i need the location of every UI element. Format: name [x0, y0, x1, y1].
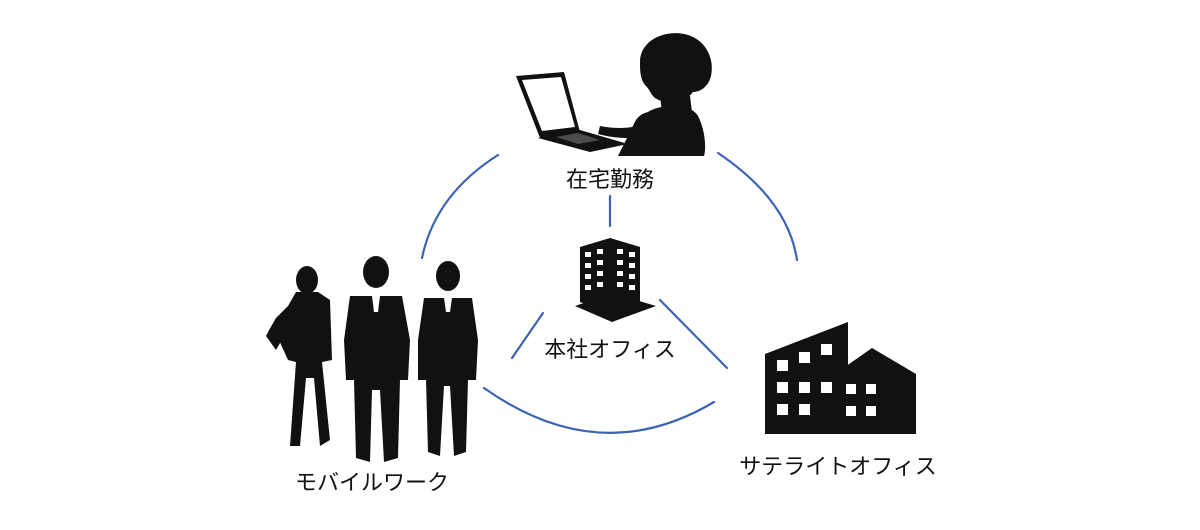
connector-headquarters-satellite [658, 298, 729, 370]
business-people-group-icon [266, 256, 478, 462]
connector-mobile-satellite [482, 386, 716, 434]
person-laptop-icon [516, 33, 712, 156]
connectors [420, 151, 799, 434]
label-headquarters: 本社オフィス [544, 338, 676, 363]
businessman-figure [344, 256, 410, 462]
businessman-figure [418, 261, 478, 456]
label-satellite: サテライトオフィス [739, 455, 937, 480]
label-mobile: モバイルワーク [295, 471, 449, 496]
businesswoman-figure [266, 266, 332, 446]
connector-home-mobile [420, 153, 500, 260]
building-windows [777, 344, 876, 416]
connector-home-satellite [716, 151, 799, 262]
connector-headquarters-mobile [510, 311, 545, 360]
office-tower-icon [575, 238, 656, 322]
office-buildings-icon [765, 322, 916, 434]
tower-windows [585, 249, 635, 290]
label-home: 在宅勤務 [566, 168, 654, 193]
